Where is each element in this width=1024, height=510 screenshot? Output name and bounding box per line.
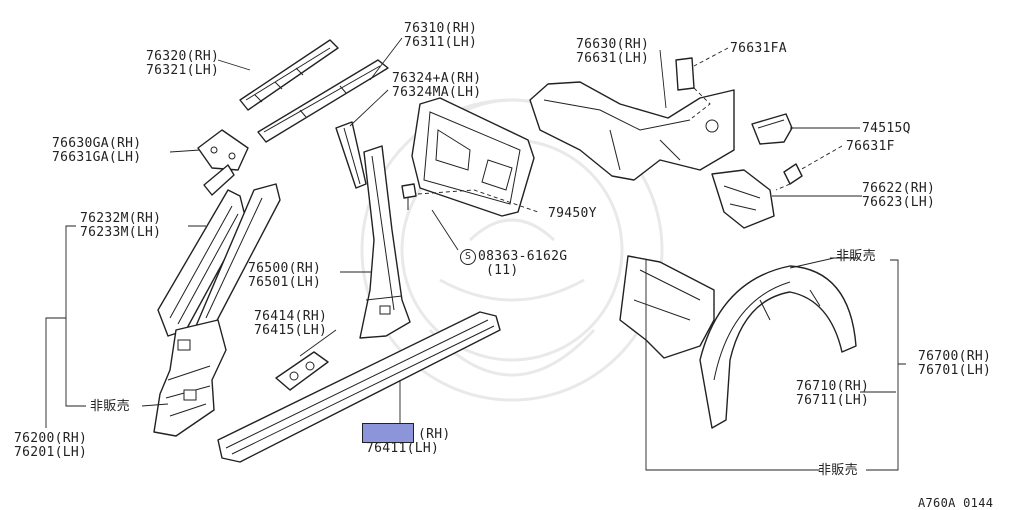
label-76631FA: 76631FA [730, 41, 787, 56]
extension-76622 [711, 169, 775, 229]
label-76631F: 76631F [846, 139, 895, 154]
inner-pillar-76324 [335, 121, 367, 189]
patch-76631F [783, 163, 803, 185]
label-79450Y: 79450Y [548, 206, 597, 221]
s-mark-icon: S [460, 249, 476, 265]
leader-lines [45, 37, 906, 471]
label-76200: 76200(RH)76201(LH) [14, 431, 88, 460]
sill-76410 [217, 311, 501, 463]
label-76410: (RH)76411(LH) [366, 427, 451, 456]
bolt-08363 [401, 183, 417, 210]
label-76700: 76700(RH)76701(LH) [918, 349, 992, 378]
label-not-for-sale-bottom: 非販売 [818, 463, 858, 478]
bracket-74515Q [751, 113, 793, 145]
patch-76631FA [675, 57, 695, 91]
label-08363: 08363-6162G (11) [478, 249, 568, 278]
label-76710: 76710(RH)76711(LH) [796, 379, 870, 408]
rail-76310 [257, 59, 389, 143]
plate-76414 [275, 351, 329, 391]
label-76500: 76500(RH)76501(LH) [248, 261, 322, 290]
label-76630GA: 76630GA(RH)76631GA(LH) [52, 136, 142, 165]
part-highlight-76410[interactable] [362, 423, 414, 443]
label-76320: 76320(RH)76321(LH) [146, 49, 220, 78]
label-74515Q: 74515Q [862, 121, 911, 136]
diagram-code: A760A 0144 [918, 496, 994, 510]
front-pillar-76232M [157, 183, 281, 337]
label-76630: 76630(RH)76631(LH) [576, 37, 650, 66]
label-76414: 76414(RH)76415(LH) [254, 309, 328, 338]
roof-rail-76320 [239, 39, 339, 111]
label-not-for-sale-left: 非販売 [90, 399, 130, 414]
gusset-76630GA [197, 129, 249, 196]
center-pillar-76500 [359, 145, 411, 339]
wheelhouse-inner [619, 255, 715, 359]
label-76232M: 76232M(RH)76233M(LH) [80, 211, 162, 240]
label-not-for-sale-top: 非販売 [836, 249, 876, 264]
label-76324: 76324+A(RH)76324MA(LH) [392, 71, 482, 100]
rear-inner-panel-76630 [529, 81, 735, 181]
door-inner-79450Y [411, 97, 535, 217]
wheelhouse-outer-76710 [699, 265, 857, 429]
label-76622: 76622(RH)76623(LH) [862, 181, 936, 210]
label-76310: 76310(RH)76311(LH) [404, 21, 478, 50]
lower-pillar-76200 [153, 319, 227, 437]
